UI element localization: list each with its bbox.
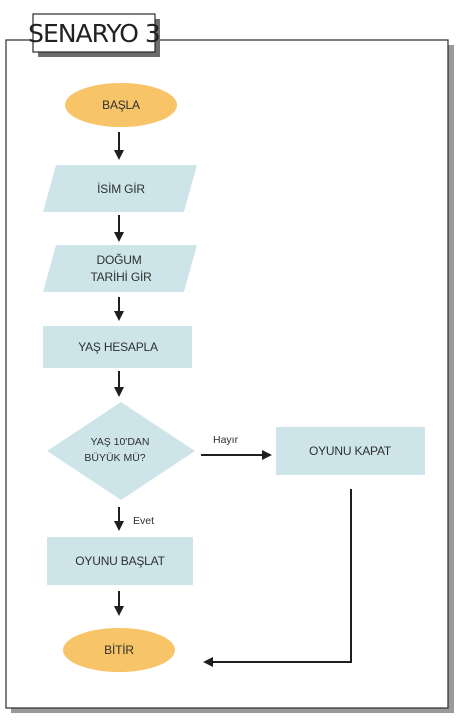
name-input-node (43, 165, 197, 212)
birth-input-label-line2: TARİHİ GİR (90, 270, 152, 284)
arrow-close-to-end (203, 489, 352, 667)
calc-age-node (43, 326, 192, 368)
close-game-node (276, 427, 425, 475)
name-input-label: İSİM GİR (97, 182, 145, 196)
end-label: BİTİR (104, 643, 134, 657)
end-terminal (63, 628, 175, 672)
scenario-frame (5, 39, 449, 709)
decision-label-line1: YAŞ 10'DAN (90, 436, 149, 448)
calc-age-label: YAŞ HESAPLA (78, 340, 158, 354)
decision-node (47, 402, 195, 500)
yes-branch-label: Evet (133, 515, 154, 527)
title-tag (32, 13, 156, 53)
decision-label-line2: BÜYÜK MÜ? (84, 452, 145, 464)
start-game-node (47, 537, 193, 585)
birth-input-node (43, 245, 197, 292)
start-label: BAŞLA (102, 98, 140, 112)
start-terminal (65, 83, 177, 127)
page-title: SENARYO 3 (28, 19, 160, 48)
close-game-label: OYUNU KAPAT (309, 444, 392, 458)
birth-input-label-line1: DOĞUM (97, 252, 142, 267)
no-branch-label: Hayır (213, 434, 239, 446)
start-game-label: OYUNU BAŞLAT (75, 554, 165, 568)
